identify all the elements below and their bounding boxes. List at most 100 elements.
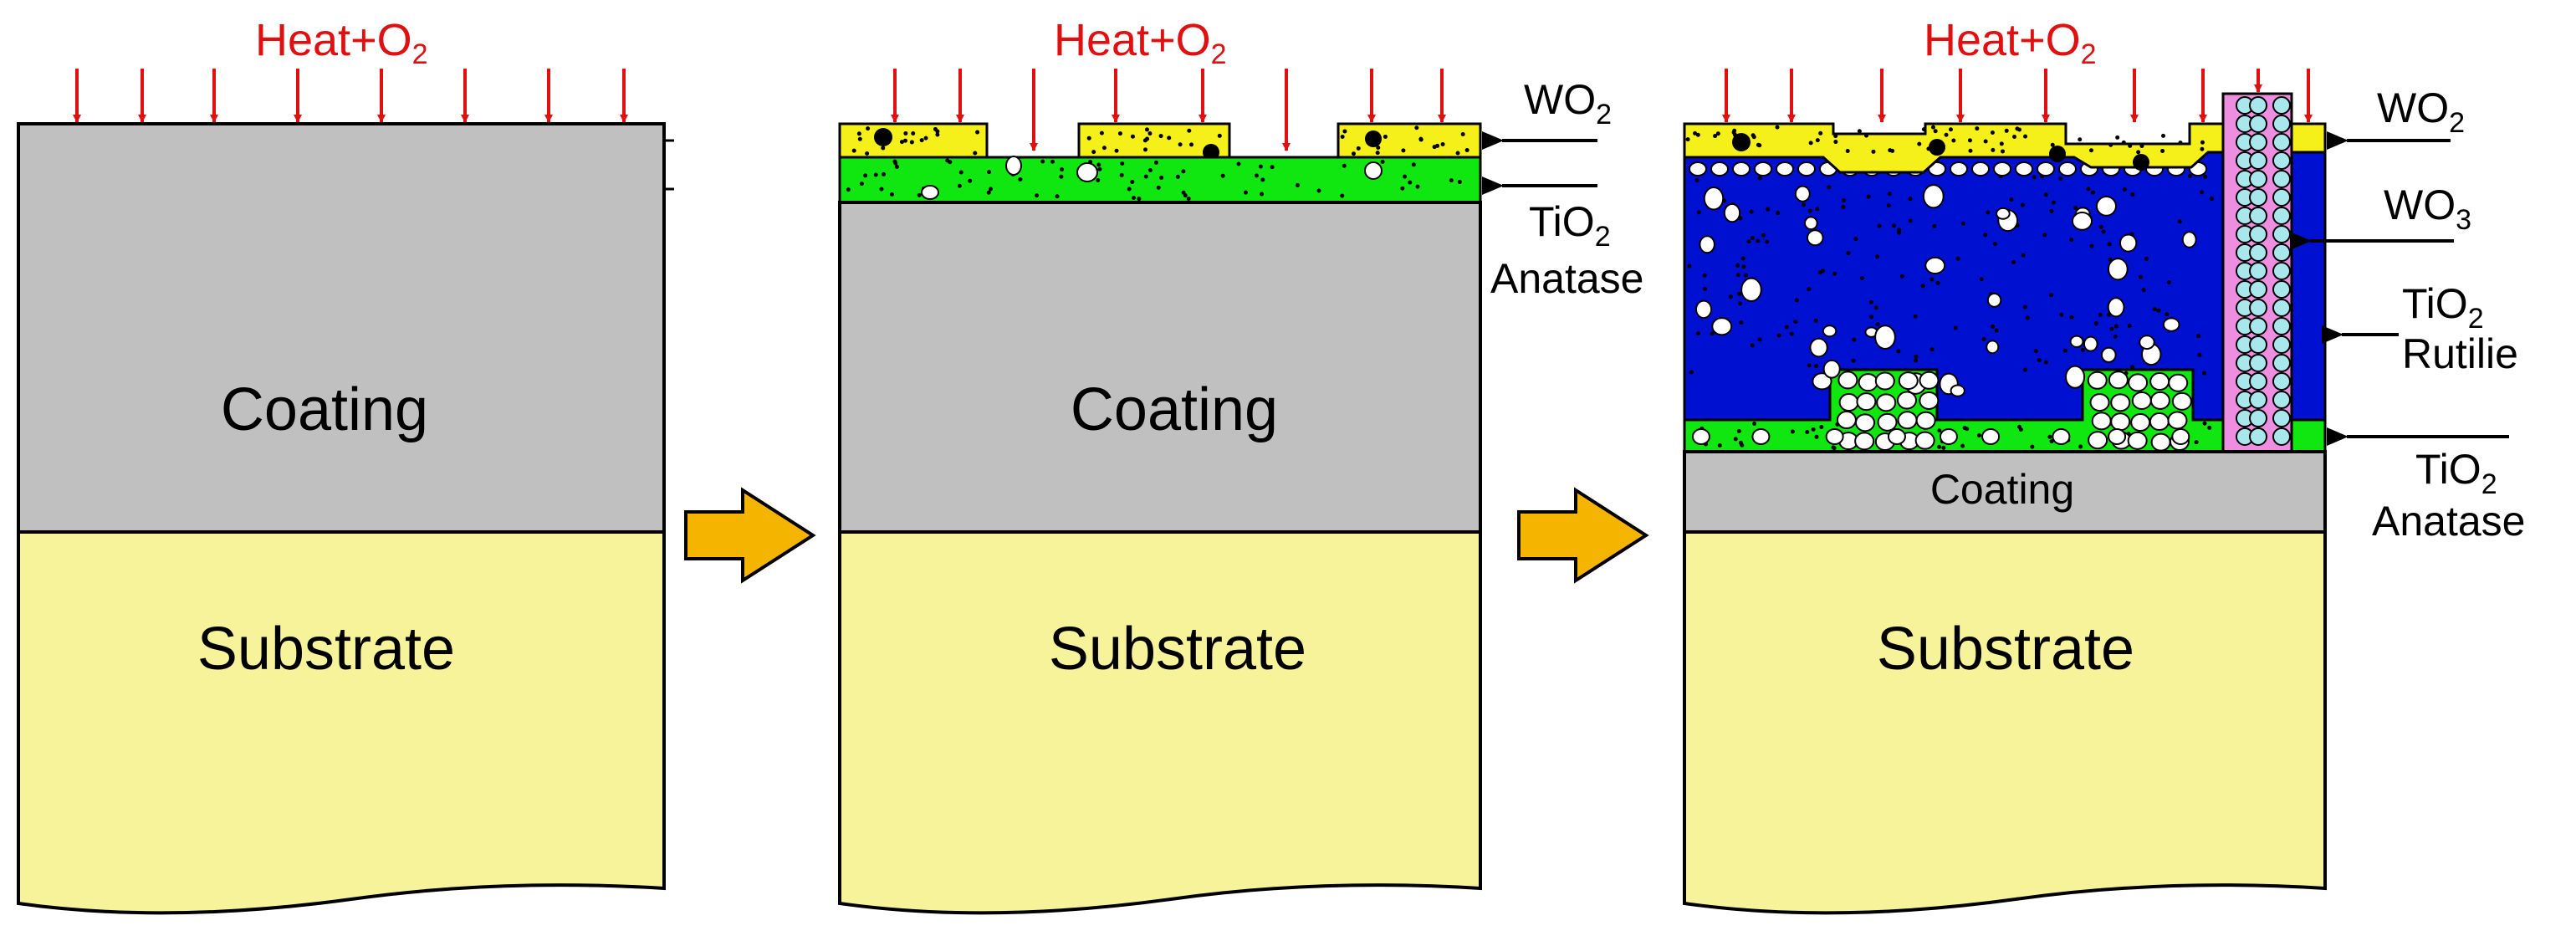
particle [2108,428,2127,445]
dot [1120,161,1125,166]
wo2-island-2a [838,122,989,159]
dot [857,136,862,141]
dot [1868,299,1873,304]
dot [1060,167,1065,172]
particle [2167,411,2188,430]
dot [2030,444,2035,449]
particle [2127,431,2148,450]
wo3-particle [2272,372,2291,391]
tio2-anatase-label-3: TiO2 [2415,446,2497,500]
particle [1699,235,1715,254]
anatase-particle [921,185,939,200]
dot [2086,187,2091,192]
wo3-particle [2272,115,2291,133]
particle [1797,161,1816,176]
particle [1919,371,1940,390]
particle [1723,202,1741,223]
dot [1875,322,1880,327]
anatase-particles-3 [1691,371,2212,452]
dot [2049,208,2054,213]
wo2-dots-2 [851,125,1469,156]
particle [1874,371,1895,391]
dot [1746,239,1751,244]
dot [919,138,924,143]
dot [1899,274,1904,279]
heat-label-2: Heat+O2 [1054,15,1227,70]
particle [2052,428,2071,445]
dot [1316,188,1321,193]
dot [935,132,940,137]
particle [1986,293,2002,308]
dot [1857,129,1862,134]
dot [1933,129,1938,134]
wo3-particle [2272,317,2291,335]
dot [1979,277,1984,282]
particle [1986,340,2000,355]
dot [2152,307,2157,312]
dot [1144,127,1149,132]
rutile-label-3: Rutilie [2402,330,2518,377]
dot [2078,444,2083,449]
dot [2089,243,2094,248]
dot [1159,175,1164,180]
dot [1994,328,1999,333]
dot [1892,223,1897,228]
dot [1175,174,1180,179]
heat-arrows-1 [73,69,628,123]
dot [1750,343,1755,348]
dot [1920,284,1925,289]
dot [1751,236,1756,241]
dot [1869,315,1874,320]
dot [1886,203,1891,208]
dot [2009,197,2014,202]
dot [1833,140,1838,145]
dot [2210,197,2215,202]
heat-label-1: Heat+O2 [255,15,428,70]
dot [1951,138,1956,143]
particle [2015,161,2033,176]
wo3-label-3: WO3 [2384,182,2471,236]
dot [1807,287,1812,292]
dot [935,129,940,134]
dot [2203,174,2208,179]
wo3-particle [2272,391,2291,409]
dot [1968,148,1973,153]
particle [2088,431,2108,450]
dot [856,131,861,136]
dot [1342,129,1347,134]
dot [1814,434,1819,439]
dot [2098,224,2103,229]
dot [1096,162,1101,167]
wo3-particles-3 [2236,96,2291,446]
dot [1059,174,1064,179]
dot [1097,166,1102,171]
dot [1967,138,1972,143]
wo3-particle [2272,170,2291,188]
dot [2187,173,2192,178]
substrate-label-2: Substrate [1049,616,1306,683]
dot [1189,142,1194,147]
dot [1953,325,1958,330]
dot [1142,147,1147,152]
dot [1147,168,1153,173]
dot [1944,132,1949,137]
particle [2100,346,2117,363]
dot [893,161,898,166]
particle [1971,161,1990,176]
particle [2171,428,2190,445]
wo3-particle [2249,335,2267,354]
dot [1380,159,1385,164]
particle [2107,258,2129,281]
dot [1852,337,1857,342]
dot [1055,194,1060,199]
dot [1761,233,1766,238]
dot [2141,288,2146,293]
dot [2059,312,2064,317]
dot [1808,141,1813,146]
dot [1728,294,1733,299]
dot [1457,180,1462,185]
dot [1908,197,1913,202]
dot [1930,125,1935,130]
dot [1455,151,1460,156]
dot [2069,315,2074,320]
